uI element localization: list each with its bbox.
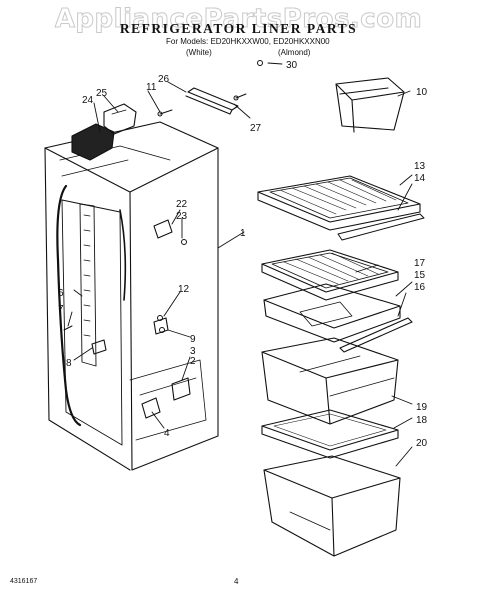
screws bbox=[63, 60, 263, 333]
callout-4: 4 bbox=[164, 428, 170, 439]
callout-6: 6 bbox=[58, 288, 64, 299]
callout-13: 13 bbox=[414, 161, 426, 172]
dairy-bin bbox=[335, 77, 405, 133]
diagram-code: 4316167 bbox=[10, 578, 38, 585]
liner-shell bbox=[44, 121, 219, 471]
callout-22: 22 bbox=[176, 199, 188, 210]
variant-white: (White) bbox=[186, 48, 212, 57]
callout-19: 19 bbox=[416, 402, 428, 413]
model-numbers: For Models: ED20HKXXW00, ED20HKXXN00 bbox=[166, 37, 330, 46]
callout-2: 2 bbox=[190, 356, 196, 367]
diagram-title: REFRIGERATOR LINER PARTS bbox=[119, 21, 358, 36]
callout-14: 14 bbox=[414, 173, 426, 184]
variant-almond: (Almond) bbox=[278, 48, 311, 57]
callout-26: 26 bbox=[158, 74, 170, 85]
callout-11: 11 bbox=[146, 82, 157, 93]
callout-18: 18 bbox=[416, 415, 428, 426]
page-number: 4 bbox=[234, 577, 239, 586]
callout-20: 20 bbox=[416, 438, 428, 449]
watermark: AppliancePartsPros.com bbox=[54, 4, 423, 35]
air-duct-rail bbox=[185, 87, 239, 115]
crisper-cover bbox=[261, 409, 399, 459]
shelf-supports bbox=[91, 219, 191, 419]
callout-30: 30 bbox=[286, 60, 298, 71]
callout-12: 12 bbox=[178, 284, 190, 295]
callout-7: 7 bbox=[58, 304, 64, 315]
callout-23: 23 bbox=[176, 211, 188, 222]
callout-25: 25 bbox=[96, 88, 108, 99]
callout-16: 16 bbox=[414, 282, 426, 293]
top-glass-shelf bbox=[257, 175, 425, 241]
callout-17: 17 bbox=[414, 258, 426, 269]
callout-10: 10 bbox=[416, 87, 428, 98]
callout-1: 1 bbox=[240, 228, 246, 239]
control-housing bbox=[71, 103, 137, 161]
callout-9: 9 bbox=[190, 334, 196, 345]
callout-27: 27 bbox=[250, 123, 262, 134]
callout-labels: 10 13 14 17 15 16 19 18 20 1 27 30 26 11… bbox=[58, 60, 428, 449]
crisper-drawer-upper bbox=[261, 337, 399, 425]
crisper-drawer-lower bbox=[263, 455, 401, 557]
callout-8: 8 bbox=[66, 358, 72, 369]
callout-15: 15 bbox=[414, 270, 426, 281]
callout-24: 24 bbox=[82, 95, 94, 106]
middle-glass-shelf bbox=[261, 249, 413, 353]
leader-lines bbox=[67, 62, 413, 467]
callout-3: 3 bbox=[190, 346, 196, 357]
